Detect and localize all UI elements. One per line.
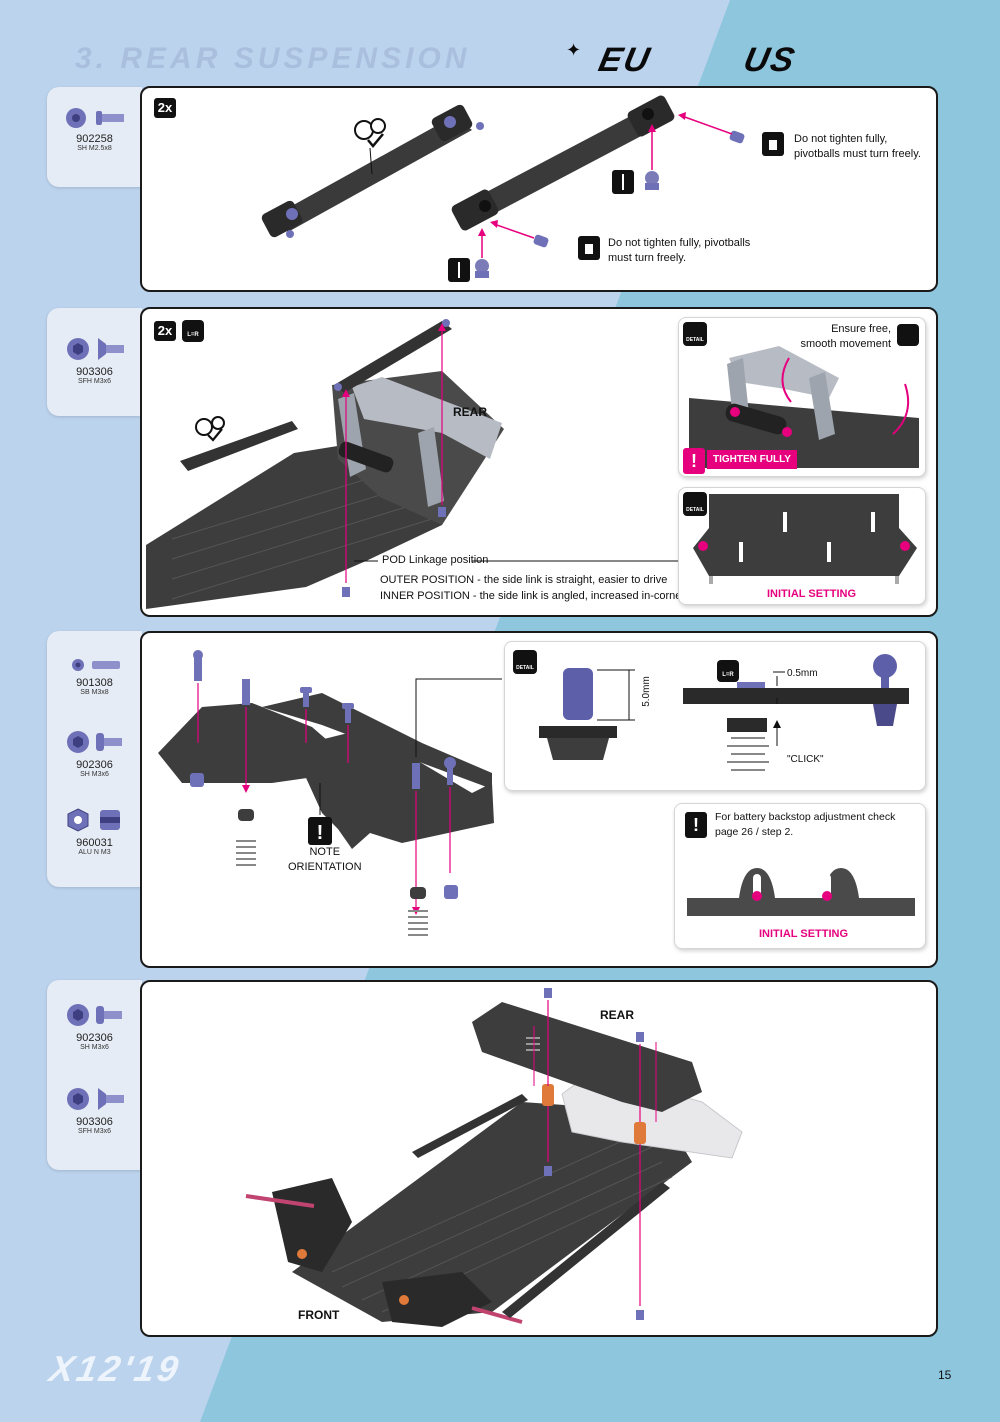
part-desc: SFH M3x6 bbox=[77, 378, 112, 385]
page-title: 3. REAR SUSPENSION bbox=[75, 42, 471, 75]
detail-magnifier-icon: DETAIL bbox=[683, 492, 707, 516]
detail-callout-spacer: DETAIL 5.0mm L=R 0.5mm "CLICK" bbox=[504, 641, 926, 791]
detail-callout-bottom: DETAIL INITIAL SETTING bbox=[678, 487, 926, 605]
step-1-panel: 2x bbox=[140, 86, 938, 292]
pivot-link-illustration bbox=[261, 95, 784, 282]
warning-icon: ! bbox=[683, 448, 705, 474]
battery-plate-illustration: ! bbox=[158, 650, 502, 936]
click-label: "CLICK" bbox=[787, 754, 824, 765]
detail-callout-top: DETAIL Ensure free, smooth movement ! TI… bbox=[678, 317, 926, 477]
part-desc: SH M3x6 bbox=[80, 1044, 109, 1051]
part-item: 901308 SB M3x8 bbox=[47, 657, 142, 696]
left-right-symmetry-icon: L=R bbox=[182, 320, 204, 342]
part-item: 903306 SFH M3x6 bbox=[47, 336, 142, 385]
button-screw-icon bbox=[71, 659, 120, 671]
part-code: 902306 bbox=[76, 759, 113, 771]
note-upper: Do not tighten fully, pivotballs must tu… bbox=[794, 133, 921, 160]
part-code: 902306 bbox=[76, 1032, 113, 1044]
part-item: 903306 SFH M3x6 bbox=[47, 1086, 142, 1135]
initial-setting-label: INITIAL SETTING bbox=[767, 588, 857, 600]
battery-backstop-note: For battery backstop adjustment check pa… bbox=[715, 811, 896, 838]
flat-head-screw-icon bbox=[66, 1088, 124, 1110]
step-4-panel: REAR FRONT bbox=[140, 980, 938, 1337]
left-right-symmetry-icon: L=R bbox=[717, 660, 739, 682]
cap-screw-icon bbox=[65, 108, 124, 128]
region-badge-eu: EU bbox=[595, 41, 655, 79]
part-code: 903306 bbox=[76, 1116, 113, 1128]
step-3-panel: ! NOTE ORIENTATION DETAIL 5.0mm bbox=[140, 631, 938, 968]
part-item: 960031 ALU N M3 bbox=[47, 807, 142, 856]
part-desc: SH M2.5x8 bbox=[77, 145, 112, 152]
part-desc: SB M3x8 bbox=[80, 689, 109, 696]
cap-screw-icon bbox=[66, 1004, 122, 1026]
parts-tab-step-4: 902306 SH M3x6 903306 SFH M3x6 bbox=[47, 980, 142, 1170]
page-number: 15 bbox=[938, 1368, 952, 1382]
part-item: 902258 SH M2.5x8 bbox=[47, 107, 142, 152]
model-logo: X12'19 bbox=[46, 1348, 185, 1389]
note-orientation-label: NOTE ORIENTATION bbox=[288, 846, 362, 873]
note-lower: Do not tighten fully, pivotballs must tu… bbox=[608, 237, 751, 264]
nut-icon bbox=[67, 808, 120, 832]
backstop-plate-illustration bbox=[687, 868, 915, 916]
chassis-assembly-illustration bbox=[245, 988, 743, 1327]
part-item: 902306 SH M3x6 bbox=[47, 729, 142, 778]
tool-icon bbox=[897, 324, 919, 346]
parts-tab-step-1: 902258 SH M2.5x8 bbox=[47, 87, 142, 187]
gap-label: 0.5mm bbox=[787, 668, 818, 679]
parts-tab-step-3: 901308 SB M3x8 902306 SH M3x6 960031 ALU… bbox=[47, 631, 142, 887]
pod-linkage-label: POD Linkage position bbox=[382, 554, 489, 566]
plate-detail-illustration bbox=[693, 494, 917, 584]
battery-backstop-callout: ! For battery backstop adjustment check … bbox=[674, 803, 926, 949]
parts-tab-step-2: 903306 SFH M3x6 bbox=[47, 308, 142, 416]
tighten-fully-label: TIGHTEN FULLY bbox=[707, 450, 797, 469]
spacer-detail-illustration bbox=[539, 654, 909, 771]
outer-position-text: OUTER POSITION - the side link is straig… bbox=[380, 574, 668, 586]
part-code: 902258 bbox=[76, 133, 113, 145]
step-2-panel: 2x L=R REAR POD Linkage bbox=[140, 307, 938, 617]
front-label: FRONT bbox=[298, 1308, 340, 1322]
part-code: 903306 bbox=[76, 366, 113, 378]
warning-icon: ! bbox=[685, 812, 707, 838]
part-code: 901308 bbox=[76, 677, 113, 689]
part-desc: ALU N M3 bbox=[78, 849, 111, 856]
initial-setting-label: INITIAL SETTING bbox=[759, 928, 849, 940]
region-badge-us: US bbox=[740, 41, 800, 79]
smooth-movement-note: Ensure free, smooth movement bbox=[800, 323, 891, 350]
quantity-badge: 2x bbox=[154, 321, 176, 341]
flat-head-screw-icon bbox=[66, 338, 124, 360]
part-desc: SH M3x6 bbox=[80, 771, 109, 778]
dimension-label: 5.0mm bbox=[640, 676, 652, 707]
inner-position-text: INNER POSITION - the side link is angled… bbox=[380, 590, 728, 602]
part-item: 902306 SH M3x6 bbox=[47, 1002, 142, 1051]
cap-screw-icon bbox=[66, 731, 122, 753]
detail-magnifier-icon: DETAIL bbox=[513, 650, 537, 674]
rear-pod-illustration bbox=[146, 319, 678, 609]
adjust-icon bbox=[354, 118, 386, 148]
detail-magnifier-icon: DETAIL bbox=[683, 322, 707, 346]
part-desc: SFH M3x6 bbox=[77, 1128, 112, 1135]
rear-label: REAR bbox=[453, 405, 488, 419]
star-icon: ✦ bbox=[566, 40, 582, 60]
svg-text:!: ! bbox=[317, 822, 324, 844]
part-code: 960031 bbox=[76, 837, 113, 849]
quantity-badge: 2x bbox=[154, 98, 176, 118]
rear-label: REAR bbox=[600, 1008, 635, 1022]
